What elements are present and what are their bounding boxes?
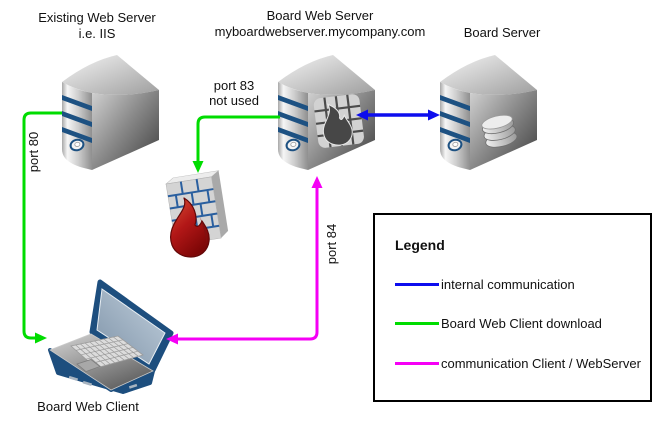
legend-swatch-magenta [395, 361, 439, 365]
edge-label-port83: port 83 not used [209, 78, 259, 108]
node-label-existing-web-server: Existing Web Server i.e. IIS [17, 10, 177, 42]
legend-swatch-green [395, 321, 439, 325]
node-label-board-web-client: Board Web Client [28, 399, 148, 415]
server-tower-icon-existing [61, 54, 160, 171]
blue-arrow-internal [356, 109, 440, 121]
legend-box: Legend internal communication Board Web … [373, 213, 652, 402]
edge-label-port80: port 80 [26, 131, 41, 173]
legend-item-internal-communication: internal communication [395, 274, 575, 294]
node-subtitle: myboardwebserver.mycompany.com [214, 24, 426, 39]
legend-item-label: Board Web Client download [441, 315, 602, 331]
node-title: Board Web Client [37, 399, 139, 414]
firewall-icon [165, 170, 229, 258]
legend-title: Legend [395, 237, 445, 253]
legend-swatch-blue [395, 282, 439, 286]
edge-label-port84: port 84 [324, 223, 339, 265]
node-label-board-server: Board Server [452, 25, 552, 41]
database-icon [481, 114, 518, 148]
touchpad [76, 359, 101, 372]
flame-icon [170, 197, 210, 258]
node-title: Board Web Server [266, 8, 374, 23]
node-subtitle: i.e. IIS [78, 26, 116, 41]
server-tower-icon-board [439, 54, 538, 171]
board-logo-icon [313, 94, 364, 148]
green-arrow-port83 [192, 115, 280, 173]
node-label-board-web-server: Board Web Server myboardwebserver.mycomp… [210, 8, 430, 40]
legend-item-label: internal communication [441, 276, 575, 292]
legend-item-label: communication Client / WebServer [441, 355, 641, 371]
legend-item-client-webserver: communication Client / WebServer [395, 353, 641, 373]
laptop-icon [48, 279, 174, 394]
magenta-arrow-client-webserver [166, 176, 323, 345]
node-title: Board Server [463, 25, 541, 40]
node-title: Existing Web Server [38, 10, 156, 25]
legend-item-web-client-download: Board Web Client download [395, 313, 602, 333]
green-arrow-port80 [22, 111, 62, 344]
